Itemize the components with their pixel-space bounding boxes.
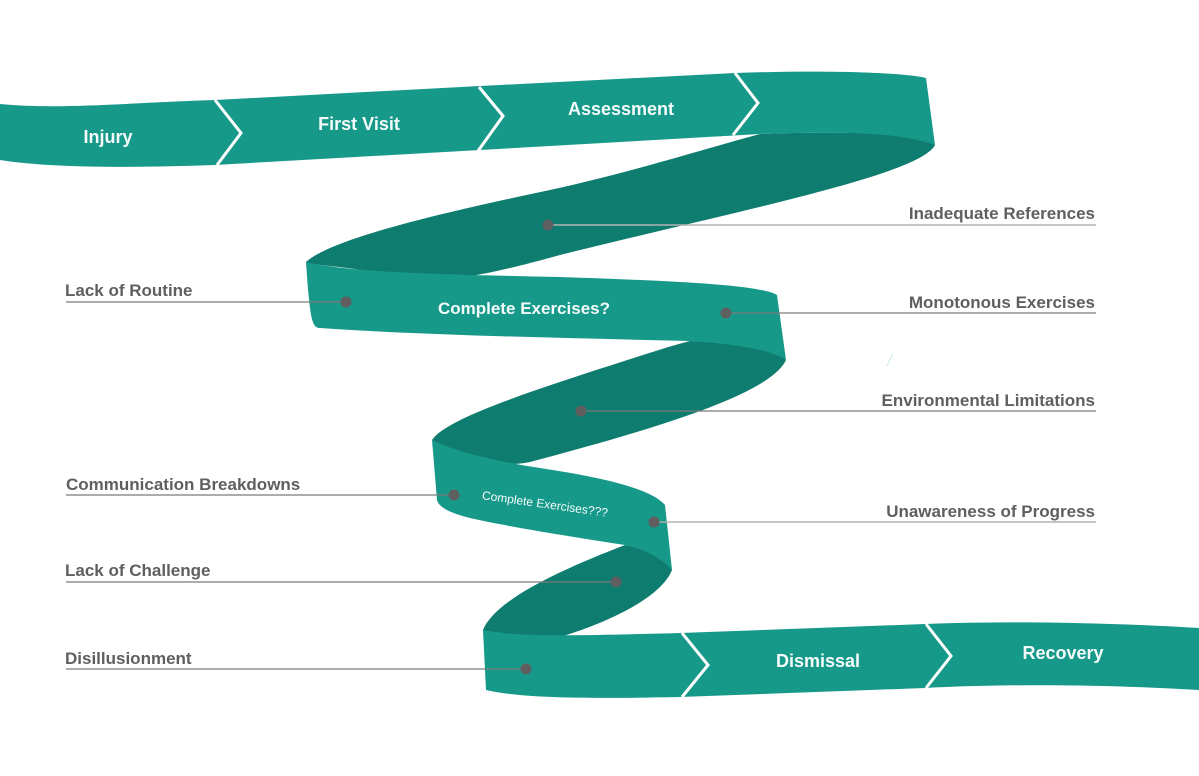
chevron-arrow-4 (680, 632, 710, 698)
barrier-label-environmental-limitations: Environmental Limitations (882, 391, 1095, 410)
stage-label-first-visit: First Visit (318, 114, 400, 134)
barrier-dot-monotonous-exercises (720, 307, 732, 319)
barrier-label-inadequate-references: Inadequate References (909, 204, 1095, 223)
chevron-arrow-5 (924, 623, 953, 689)
barrier-dot-environmental-limitations (575, 405, 587, 417)
barrier-label-communication-breakdowns: Communication Breakdowns (66, 475, 300, 494)
barrier-dot-disillusionment (520, 663, 532, 675)
barrier-label-disillusionment: Disillusionment (65, 649, 192, 668)
ribbon-back-fold-2 (432, 341, 786, 465)
ribbon-middle-band-1 (306, 262, 786, 360)
stray-mark (886, 352, 894, 367)
barrier-label-monotonous-exercises: Monotonous Exercises (909, 293, 1095, 312)
barrier-label-lack-of-routine: Lack of Routine (65, 281, 193, 300)
question-label-complete-exercises: Complete Exercises? (438, 299, 610, 318)
barrier-dot-communication-breakdowns (448, 489, 460, 501)
ribbon-bottom-band (483, 622, 1199, 698)
chevron-arrow-2 (476, 86, 505, 152)
barrier-dot-lack-of-routine (340, 296, 352, 308)
barrier-dot-inadequate-references (542, 219, 554, 231)
stage-label-dismissal: Dismissal (776, 651, 860, 671)
ribbon-middle-band-2 (432, 440, 672, 570)
barrier-dot-lack-of-challenge (610, 576, 622, 588)
barrier-label-lack-of-challenge: Lack of Challenge (65, 561, 210, 580)
barrier-label-unawareness-of-progress: Unawareness of Progress (886, 502, 1095, 521)
stage-label-assessment: Assessment (568, 99, 674, 119)
chevron-arrow-3 (731, 72, 760, 136)
ribbon-back-fold-1 (305, 132, 935, 280)
stage-label-injury: Injury (83, 127, 132, 147)
chevron-arrow-1 (213, 99, 243, 166)
barrier-dot-unawareness-of-progress (648, 516, 660, 528)
stage-label-recovery: Recovery (1022, 643, 1103, 663)
ribbon-back-fold-3 (483, 545, 672, 638)
